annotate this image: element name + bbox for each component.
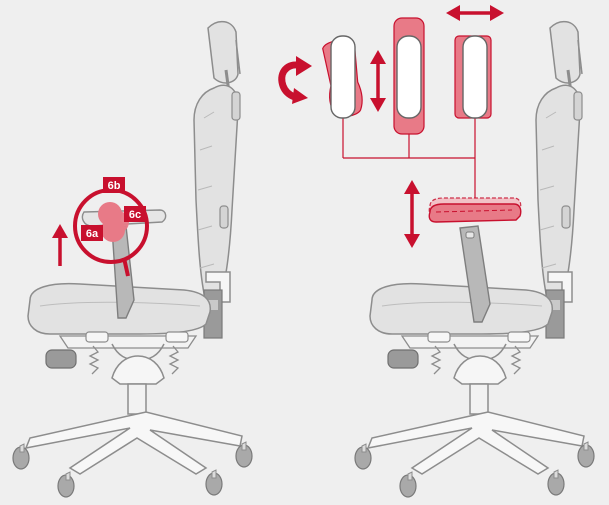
pad-vertical-view	[394, 18, 424, 134]
label-6c: 6c	[124, 206, 146, 222]
label-6b: 6b	[103, 177, 125, 193]
label-6a: 6a	[81, 225, 103, 241]
label-6a-text: 6a	[86, 228, 99, 240]
label-6b-text: 6b	[108, 180, 121, 192]
right-armrest-pad	[429, 198, 521, 222]
button-6a	[101, 218, 125, 242]
label-6c-text: 6c	[129, 209, 141, 221]
pad-horizontal-view	[455, 36, 491, 118]
